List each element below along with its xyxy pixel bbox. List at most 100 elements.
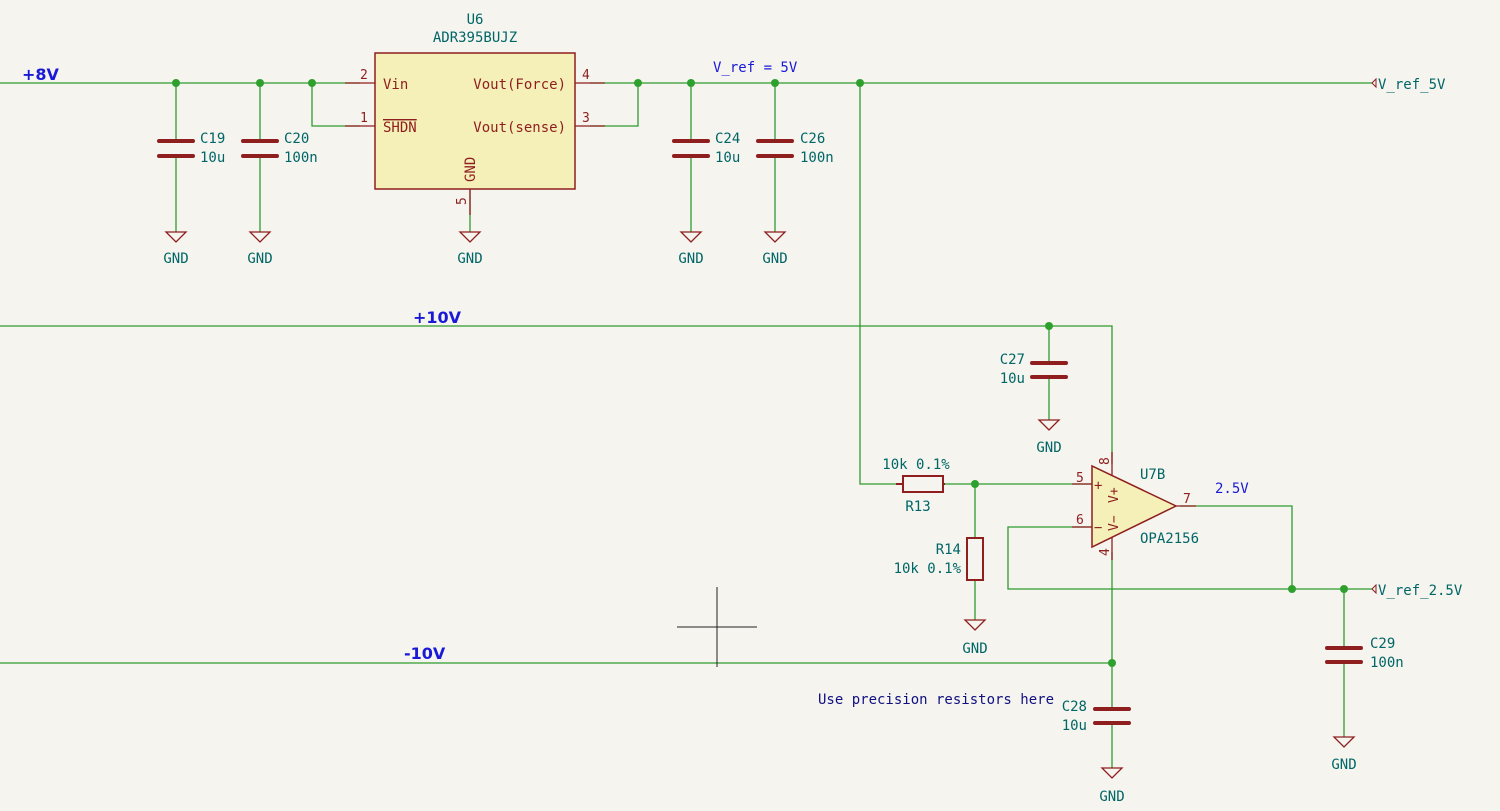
junction-dot	[1045, 322, 1053, 330]
u6-pin-number-3: 3	[582, 111, 590, 126]
junction-dot	[256, 79, 264, 87]
capacitor-c20[interactable]	[241, 139, 279, 158]
r13-value: 10k 0.1%	[882, 457, 950, 473]
capacitor-c26[interactable]	[756, 139, 794, 158]
u6-pin-number-2: 2	[360, 68, 368, 83]
junction-dot	[308, 79, 316, 87]
u7b-pin-number-8: 8	[1098, 457, 1113, 465]
u7b-pin-number-4: 4	[1098, 548, 1113, 556]
wire-10v-rail	[0, 325, 1113, 464]
gnd-label: GND	[762, 251, 787, 267]
opamp-u7b[interactable]: U7B OPA2156 + − V+ V− 5 6 7 8 4	[1072, 452, 1199, 560]
u7b-minus-sign: −	[1094, 520, 1102, 536]
c27-value: 10u	[1000, 371, 1025, 387]
gnd-label: GND	[1099, 789, 1124, 805]
u7b-ref: U7B	[1140, 467, 1165, 483]
c29-ref: C29	[1370, 636, 1395, 652]
c19-value: 10u	[200, 150, 225, 166]
r14-value: 10k 0.1%	[894, 561, 962, 577]
gnd-label: GND	[247, 251, 272, 267]
junctions	[172, 79, 1348, 667]
ground-icon	[1332, 736, 1356, 748]
net-label-2v5: 2.5V	[1215, 481, 1249, 497]
c24-value: 10u	[715, 150, 740, 166]
rail-label-n10v: -10V	[404, 644, 446, 663]
gnd-label: GND	[962, 641, 987, 657]
capacitor-c29[interactable]	[1325, 646, 1363, 664]
ground-icon	[248, 231, 272, 243]
wire-opamp-out	[1180, 505, 1372, 590]
gnd-label: GND	[678, 251, 703, 267]
c26-value: 100n	[800, 150, 834, 166]
u6-pin-vin: Vin	[383, 77, 408, 93]
u6-pin-gnd: GND	[463, 157, 479, 182]
u7b-plus-sign: +	[1094, 478, 1102, 494]
rail-label-8v: +8V	[22, 65, 60, 84]
junction-dot	[1340, 585, 1348, 593]
u7b-pin-number-7: 7	[1183, 492, 1191, 507]
wire-shdn-tie	[311, 83, 360, 127]
u7b-value: OPA2156	[1140, 531, 1199, 547]
design-note: Use precision resistors here	[818, 692, 1054, 708]
ground-icon	[963, 619, 987, 631]
junction-dot	[172, 79, 180, 87]
hier-label-vref-5v: V_ref_5V	[1378, 77, 1446, 93]
u6-pin-vout-sense: Vout(sense)	[473, 120, 566, 136]
component-labels: C19 10u C20 100n C24 10u C26 100n C27 10…	[200, 131, 1404, 734]
capacitor-c28[interactable]	[1093, 707, 1131, 725]
capacitors	[157, 139, 1363, 725]
junction-dot	[771, 79, 779, 87]
junction-dot	[1108, 659, 1116, 667]
ground-icon	[458, 231, 482, 243]
c28-value: 10u	[1062, 718, 1087, 734]
wire-divider-feed	[859, 83, 896, 485]
hier-label-arrow-icon	[1371, 583, 1377, 595]
u7b-pin-number-5: 5	[1076, 471, 1084, 486]
junction-dot	[971, 480, 979, 488]
junction-dot	[634, 79, 642, 87]
capacitor-c24[interactable]	[672, 139, 710, 158]
u6-pin-number-4: 4	[582, 68, 590, 83]
rail-label-10v: +10V	[413, 308, 462, 327]
resistor-r14[interactable]	[966, 537, 984, 581]
ground-icon	[1037, 419, 1061, 431]
ground-labels: GND GND GND GND GND GND GND GND GND	[163, 251, 1356, 805]
capacitor-c27[interactable]	[1030, 361, 1068, 379]
c20-ref: C20	[284, 131, 309, 147]
r14-ref: R14	[936, 542, 961, 558]
c19-ref: C19	[200, 131, 225, 147]
c29-value: 100n	[1370, 655, 1404, 671]
capacitor-c19[interactable]	[157, 139, 195, 158]
ground-symbols	[164, 231, 1356, 779]
u6-pin-shdn: SHDN	[383, 120, 417, 136]
gnd-label: GND	[1331, 757, 1356, 773]
crosshair-cursor-icon	[677, 587, 757, 667]
c26-ref: C26	[800, 131, 825, 147]
gnd-label: GND	[163, 251, 188, 267]
resistor-r13[interactable]	[902, 475, 944, 493]
c24-ref: C24	[715, 131, 740, 147]
junction-dot	[856, 79, 864, 87]
net-labels: +8V +10V -10V V_ref = 5V 2.5V V_ref_5V V…	[22, 60, 1463, 708]
ground-icon	[763, 231, 787, 243]
junction-dot	[687, 79, 695, 87]
r13-ref: R13	[905, 499, 930, 515]
wire-feedback	[1007, 526, 1292, 590]
u7b-vplus-label: V+	[1107, 487, 1122, 503]
u6-ref: U6	[467, 12, 484, 28]
hier-label-vref-2v5: V_ref_2.5V	[1378, 583, 1463, 599]
net-label-vref: V_ref = 5V	[713, 60, 798, 76]
u6-pin-number-5: 5	[455, 197, 470, 205]
u7b-vminus-label: V−	[1107, 515, 1122, 531]
ic-u6[interactable]: U6 ADR395BUJZ Vin SHDN Vout(Force) Vout(…	[345, 12, 605, 215]
hier-label-arrow-icon	[1371, 77, 1377, 89]
ground-icon	[679, 231, 703, 243]
ground-icon	[164, 231, 188, 243]
wire-sense-tie	[590, 83, 639, 127]
u7b-pin-number-6: 6	[1076, 513, 1084, 528]
gnd-label: GND	[457, 251, 482, 267]
c28-ref: C28	[1062, 699, 1087, 715]
c20-value: 100n	[284, 150, 318, 166]
resistors	[896, 475, 984, 581]
